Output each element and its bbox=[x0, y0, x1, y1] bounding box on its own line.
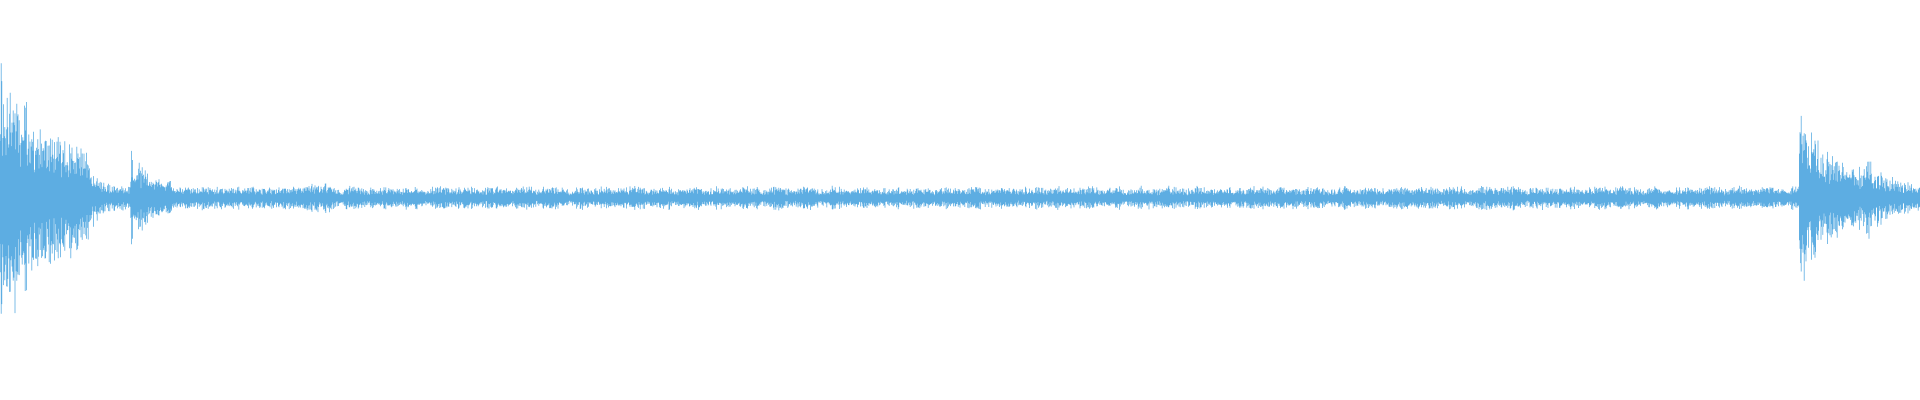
waveform-samples bbox=[0, 63, 1920, 314]
waveform-trace bbox=[0, 63, 1920, 314]
